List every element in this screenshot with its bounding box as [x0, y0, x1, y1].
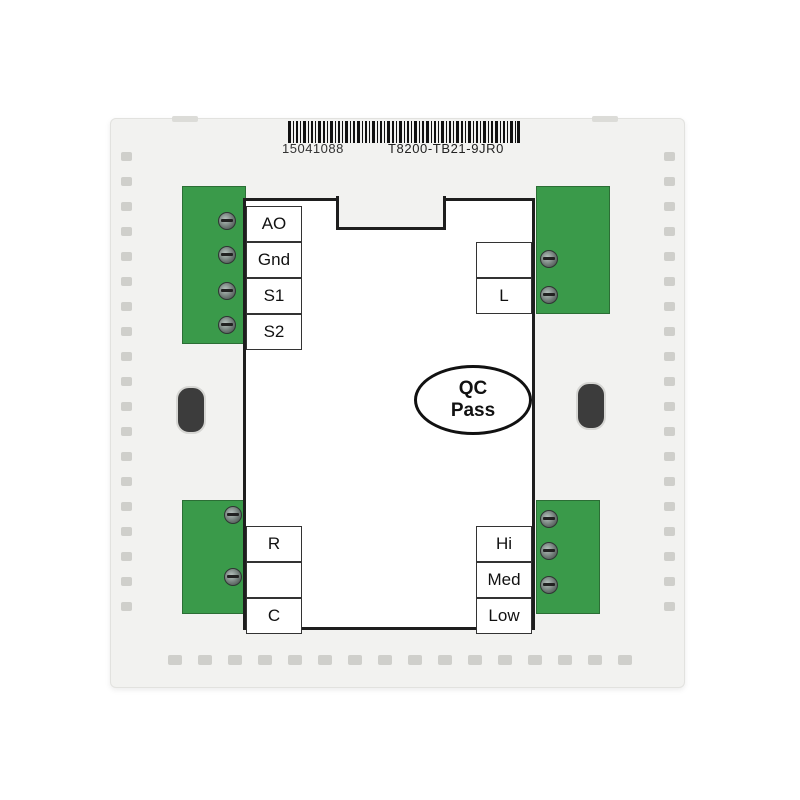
vent-slot: [378, 655, 392, 665]
housing-notch: [592, 116, 618, 122]
vent-slot: [121, 302, 132, 311]
vent-slot: [664, 177, 675, 186]
vent-slot: [664, 352, 675, 361]
terminal-screw[interactable]: [218, 246, 236, 264]
vent-slot: [168, 655, 182, 665]
terminal-label-med: Med: [476, 562, 532, 598]
vent-slot: [121, 327, 132, 336]
vent-slot: [664, 277, 675, 286]
vent-slot: [121, 227, 132, 236]
terminal-screw[interactable]: [218, 282, 236, 300]
terminal-label-gnd: Gnd: [246, 242, 302, 278]
vent-slot: [468, 655, 482, 665]
vent-slot: [121, 527, 132, 536]
vent-slot: [664, 227, 675, 236]
vent-slot: [121, 402, 132, 411]
vent-slot: [664, 552, 675, 561]
vent-slot: [664, 402, 675, 411]
vent-slot: [664, 377, 675, 386]
qc-stamp-line2: Pass: [450, 400, 496, 421]
terminal-label-r: R: [246, 526, 302, 562]
vent-slot: [121, 277, 132, 286]
terminal-screw[interactable]: [540, 542, 558, 560]
vent-slot: [664, 427, 675, 436]
vent-slot: [664, 577, 675, 586]
vent-slot: [664, 302, 675, 311]
serial-number: 15041088: [282, 141, 344, 156]
vent-slot: [121, 552, 132, 561]
terminal-label-s2: S2: [246, 314, 302, 350]
vent-slot: [121, 152, 132, 161]
terminal-screw[interactable]: [218, 316, 236, 334]
vent-slot: [664, 477, 675, 486]
terminal-screw[interactable]: [224, 506, 242, 524]
terminal-label-s1: S1: [246, 278, 302, 314]
vent-slot: [618, 655, 632, 665]
vent-slot: [558, 655, 572, 665]
vent-slot: [664, 452, 675, 461]
vent-slot: [664, 527, 675, 536]
vent-slot: [121, 477, 132, 486]
terminal-label-low: Low: [476, 598, 532, 634]
terminal-label-blank: [476, 242, 532, 278]
vent-slot: [664, 327, 675, 336]
terminal-label-blank: [246, 562, 302, 598]
terminal-screw[interactable]: [218, 212, 236, 230]
terminal-label-hi: Hi: [476, 526, 532, 562]
barcode: [288, 121, 520, 143]
vent-slot: [198, 655, 212, 665]
terminal-block-top-left: [182, 186, 246, 344]
qc-pass-stamp: QC Pass: [414, 365, 532, 435]
terminal-label-l: L: [476, 278, 532, 314]
terminal-screw[interactable]: [540, 250, 558, 268]
vent-slot: [528, 655, 542, 665]
terminal-screw[interactable]: [224, 568, 242, 586]
vent-slot: [348, 655, 362, 665]
vent-slot: [121, 452, 132, 461]
vent-slot: [121, 202, 132, 211]
vent-slot: [121, 177, 132, 186]
vent-slot: [408, 655, 422, 665]
vent-slot: [121, 252, 132, 261]
wiring-label-tab: [336, 196, 446, 230]
vent-slot: [121, 602, 132, 611]
terminal-screw[interactable]: [540, 286, 558, 304]
mounting-hole: [576, 382, 606, 430]
terminal-label-ao: AO: [246, 206, 302, 242]
qc-stamp-line1: QC: [458, 378, 488, 399]
vent-slot: [258, 655, 272, 665]
model-number: T8200-TB21-9JR0: [388, 141, 504, 156]
vent-slot: [438, 655, 452, 665]
vent-slot: [664, 202, 675, 211]
vent-slot: [664, 502, 675, 511]
vent-slot: [664, 152, 675, 161]
vent-slot: [498, 655, 512, 665]
vent-slot: [121, 352, 132, 361]
vent-slot: [121, 577, 132, 586]
terminal-screw[interactable]: [540, 576, 558, 594]
vent-slot: [588, 655, 602, 665]
vent-slot: [664, 602, 675, 611]
vent-slot: [664, 252, 675, 261]
terminal-label-c: C: [246, 598, 302, 634]
housing-notch: [172, 116, 198, 122]
vent-slot: [288, 655, 302, 665]
vent-slot: [228, 655, 242, 665]
vent-slot: [121, 427, 132, 436]
vent-slot: [121, 502, 132, 511]
vent-slot: [318, 655, 332, 665]
mounting-hole: [176, 386, 206, 434]
terminal-screw[interactable]: [540, 510, 558, 528]
vent-slot: [121, 377, 132, 386]
